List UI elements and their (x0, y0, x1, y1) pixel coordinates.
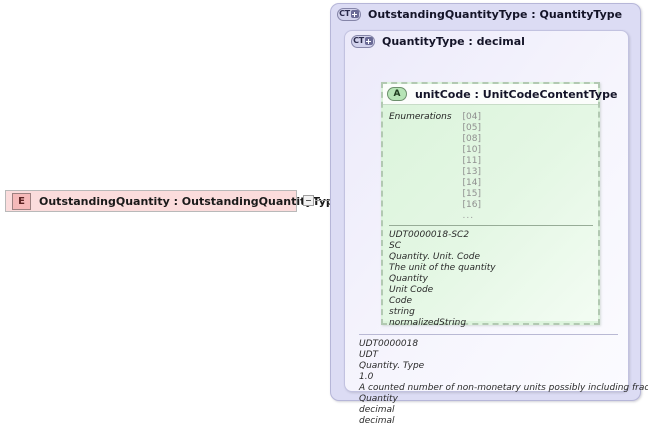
doc-line: UDT0000018-SC2 (389, 230, 470, 240)
list-item: [04] (462, 112, 482, 122)
list-item: [10] (462, 145, 482, 155)
list-item: [14] (462, 178, 482, 188)
attribute-body: Enumerations [04] [05] [08] [10] [11] [1… (383, 105, 598, 328)
doc-line: Unit Code (389, 285, 434, 295)
attribute-separator (389, 225, 593, 226)
complextype-icon-label: CT (339, 9, 350, 18)
attribute-box-unitcode[interactable]: A unitCode : UnitCodeContentType Enumera… (381, 82, 617, 328)
doc-line: Quantity (389, 274, 428, 284)
doc-line: normalizedString (389, 318, 467, 328)
outer-type-title: OutstandingQuantityType : QuantityType (368, 7, 623, 21)
doc-line: UDT (359, 350, 379, 360)
list-item: [11] (462, 156, 482, 166)
complextype-panel-outstandingquantitytype[interactable]: CT OutstandingQuantityType : QuantityTyp… (330, 3, 648, 426)
inner-type-title: QuantityType : decimal (382, 34, 525, 48)
doc-line: SC (389, 241, 401, 251)
attribute-icon: A (387, 87, 407, 101)
doc-line: UDT0000018 (359, 339, 419, 349)
outer-type-header: CT OutstandingQuantityType : QuantityTyp… (331, 4, 640, 24)
element-box-outstanding-quantity[interactable]: E OutstandingQuantity : OutstandingQuant… (5, 190, 341, 212)
doc-line: Quantity. Type (359, 361, 425, 371)
attribute-icon-label: A (393, 88, 401, 99)
inner-type-doc-separator (359, 334, 618, 335)
doc-line: 1.0 (359, 372, 374, 382)
doc-line: decimal (359, 416, 395, 426)
complextype-icon-label: CT (353, 36, 364, 45)
element-label: OutstandingQuantity : OutstandingQuantit… (39, 194, 342, 208)
doc-line: Quantity. Unit. Code (389, 252, 480, 262)
expand-plus-icon[interactable] (350, 10, 359, 18)
list-item: [05] (462, 123, 482, 133)
enumerations-section: Enumerations [04] [05] [08] [10] [11] [1… (389, 112, 481, 222)
complextype-panel-quantitytype[interactable]: CT QuantityType : decimal A unitCode : U… (344, 30, 648, 426)
doc-line: string (389, 307, 415, 317)
doc-line: A counted number of non-monetary units p… (359, 383, 648, 393)
doc-line: The unit of the quantity (389, 263, 496, 273)
enumerations-list: [04] [05] [08] [10] [11] [13] [14] [15] … (463, 112, 481, 222)
attribute-documentation: UDT0000018-SC2 SC Quantity. Unit. Code T… (389, 230, 496, 329)
enumerations-label: Enumerations (389, 112, 452, 122)
inner-type-header: CT QuantityType : decimal (345, 31, 628, 51)
expand-plus-icon[interactable] (364, 37, 373, 45)
attribute-title: unitCode : UnitCodeContentType (415, 87, 618, 101)
element-icon: E (12, 192, 31, 210)
collapse-toggle-icon[interactable] (303, 195, 314, 206)
complextype-icon-outer[interactable]: CT (337, 7, 361, 21)
connector-line (315, 200, 331, 201)
list-item: [08] (462, 134, 482, 144)
list-item: [13] (462, 167, 482, 177)
doc-line: Code (389, 296, 413, 306)
list-item: [15] (462, 189, 482, 199)
attribute-header: A unitCode : UnitCodeContentType (383, 84, 617, 105)
doc-line: Quantity (359, 394, 398, 404)
complextype-icon-inner[interactable]: CT (351, 34, 375, 48)
list-item-more: ... (462, 211, 475, 221)
list-item: [16] (462, 200, 482, 210)
inner-type-documentation: UDT0000018 UDT Quantity. Type 1.0 A coun… (359, 339, 648, 427)
